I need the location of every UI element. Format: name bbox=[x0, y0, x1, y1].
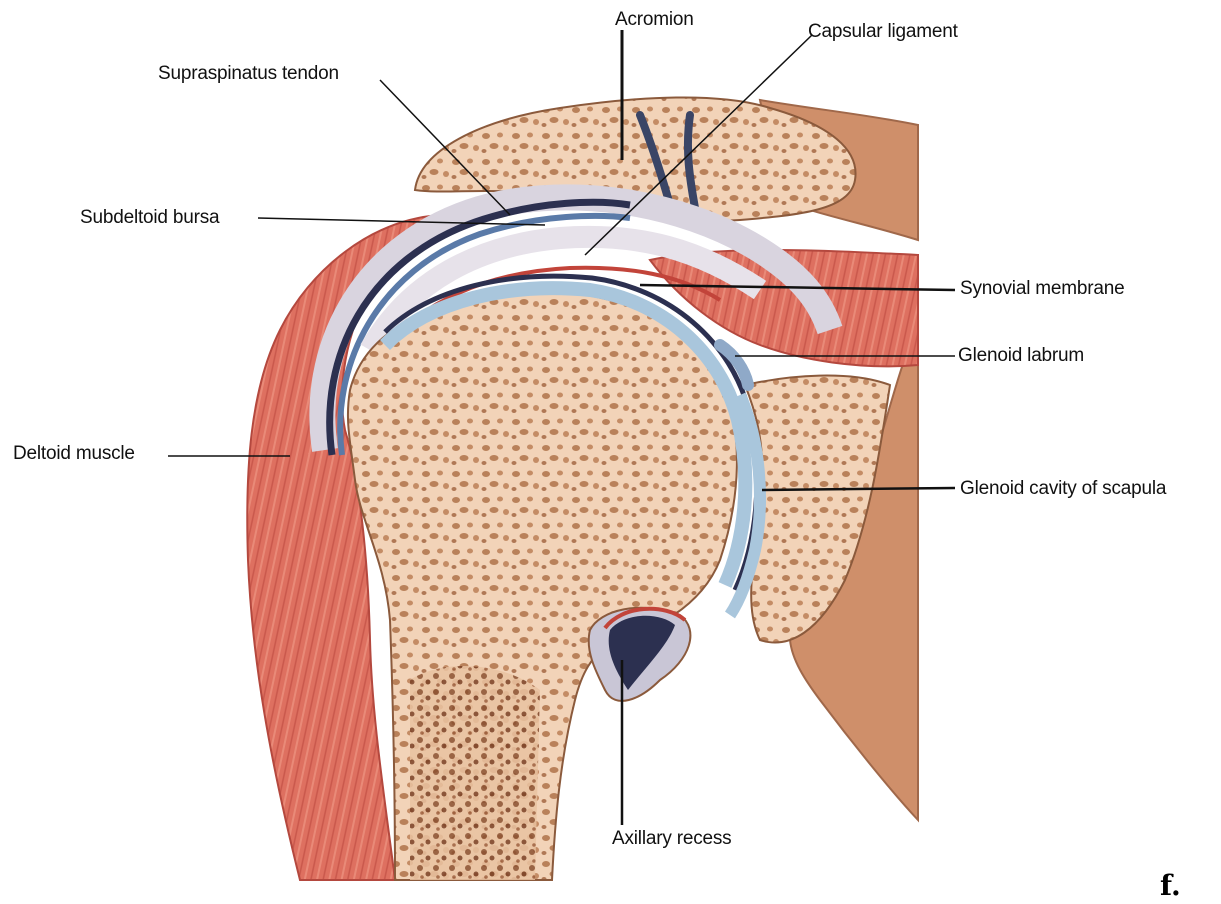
label-glenoid-cavity: Glenoid cavity of scapula bbox=[960, 478, 1166, 500]
label-supraspinatus-tendon: Supraspinatus tendon bbox=[158, 63, 339, 85]
label-glenoid-labrum: Glenoid labrum bbox=[958, 345, 1084, 367]
label-capsular-ligament: Capsular ligament bbox=[808, 21, 958, 43]
label-axillary-recess: Axillary recess bbox=[612, 828, 731, 850]
label-synovial-membrane: Synovial membrane bbox=[960, 278, 1125, 300]
label-deltoid-muscle: Deltoid muscle bbox=[13, 443, 135, 465]
humerus-marrow bbox=[410, 666, 540, 880]
humerus bbox=[348, 291, 737, 880]
label-subdeltoid-bursa: Subdeltoid bursa bbox=[80, 207, 219, 229]
label-acromion: Acromion bbox=[615, 9, 694, 31]
corner-mark: f. bbox=[1160, 869, 1181, 902]
